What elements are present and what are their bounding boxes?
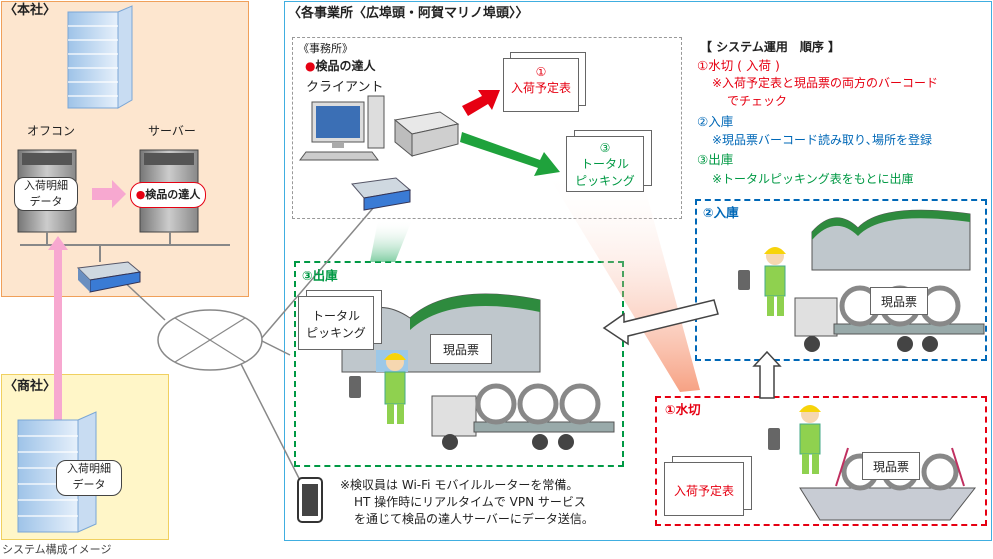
trader-data-label-1: 入荷明細 <box>67 462 111 475</box>
procedure-step3: ③出庫 <box>697 152 734 167</box>
out-box-title: ③出庫 <box>302 268 338 283</box>
hq-logo-badge: ●検品の達人 <box>130 182 206 208</box>
hq-data-label-1: 入荷明細 <box>24 179 68 192</box>
note-line-3: を通じて検品の達人サーバーにデータ送信。 <box>354 512 594 526</box>
hq-logo-text: 検品の達人 <box>145 188 201 201</box>
procedure-step1: ①水切 ( 入荷 ) <box>697 58 780 73</box>
unload-schedule-label: 入荷予定表 <box>673 484 734 498</box>
office-logo-mark-icon: ● <box>305 59 316 73</box>
out-worker <box>349 353 406 424</box>
hq-data-label-2: データ <box>29 195 63 208</box>
arrival-schedule-num: ① <box>535 65 547 79</box>
smartphone-icon <box>297 477 323 523</box>
red-arrow <box>462 90 500 116</box>
logo-mark-icon: ● <box>135 188 146 201</box>
left-arrow <box>602 299 719 346</box>
trader-data-badge: 入荷明細 データ <box>56 460 122 496</box>
out-picking-label-2: ピッキング <box>306 326 366 340</box>
client-label: クライアント <box>306 80 384 95</box>
green-arrow <box>460 132 560 176</box>
picking-label-2: ピッキング <box>575 174 635 188</box>
picking-doc: ③ トータル ピッキング <box>566 136 644 192</box>
picking-num: ③ <box>599 141 611 155</box>
unload-worker <box>768 405 821 474</box>
hq-title: 〈本社〉 <box>4 3 57 18</box>
green-beam <box>370 220 412 262</box>
hq-building <box>67 5 133 109</box>
in-ticket: 現品票 <box>870 287 928 315</box>
procedure-step2-note: ※現品票バーコード読み取り､場所を登録 <box>712 133 933 147</box>
trader-title: 〈商社〉 <box>4 379 57 394</box>
office-logo-text: 検品の達人 <box>315 59 376 73</box>
arrival-schedule-label: 入荷予定表 <box>510 81 571 95</box>
pink-arrow-up <box>48 236 68 460</box>
office-router <box>351 177 412 211</box>
out-ticket: 現品票 <box>430 334 492 364</box>
picking-label-1: トータル <box>580 157 629 171</box>
in-box <box>695 199 987 361</box>
client-computer <box>299 95 385 161</box>
arrival-schedule-doc: ① 入荷予定表 <box>503 58 579 112</box>
in-warehouse <box>811 209 971 271</box>
out-box <box>294 261 624 467</box>
procedure-title: 【 システム運用 順序 】 <box>700 40 840 54</box>
procedure-step2: ②入庫 <box>697 114 734 129</box>
up-arrow <box>752 350 782 399</box>
unload-schedule-doc: 入荷予定表 <box>664 462 744 516</box>
in-ticket-label: 現品票 <box>880 295 917 309</box>
trader-data-label-2: データ <box>72 478 106 491</box>
in-box-title: ②入庫 <box>703 205 739 220</box>
orange-beam <box>545 170 700 392</box>
office-title: 《事務所》 <box>298 42 353 55</box>
sites-title: 〈各事業所〈広埠頭・阿賀マリノ埠頭〉〉 <box>288 6 529 21</box>
unload-box-title: ①水切 <box>665 402 701 417</box>
printer <box>393 111 460 158</box>
hq-data-badge: 入荷明細 データ <box>14 177 78 211</box>
in-worker <box>738 247 786 316</box>
sites-panel <box>284 1 992 541</box>
note-line-2: HT 操作時にリアルタイムで VPN サービス <box>354 495 586 509</box>
note-line-1: ※検収員は Wi-Fi モバイルルーターを常備。 <box>340 478 579 492</box>
office-computer-label: オフコン <box>27 124 76 138</box>
pink-arrow-right <box>92 180 126 208</box>
out-truck <box>431 383 615 450</box>
caption: システム構成イメージ <box>2 543 112 556</box>
out-picking-label-1: トータル <box>311 309 360 323</box>
out-ticket-label: 現品票 <box>442 343 479 357</box>
procedure-step3-note: ※トータルピッキング表をもとに出庫 <box>712 172 914 186</box>
hq-router <box>76 261 142 293</box>
procedure-step1-note-2: でチェック <box>727 94 788 108</box>
unload-ticket-label: 現品票 <box>872 460 909 474</box>
office-panel <box>292 37 682 219</box>
unload-box <box>655 396 987 526</box>
office-logo: ●検品の達人 <box>305 59 376 74</box>
procedure-step1-note-1: ※入荷予定表と現品票の両方のバーコード <box>712 76 939 90</box>
unload-ticket: 現品票 <box>862 452 920 480</box>
server-label: サーバー <box>148 124 196 138</box>
out-picking-doc: トータル ピッキング <box>298 296 374 350</box>
